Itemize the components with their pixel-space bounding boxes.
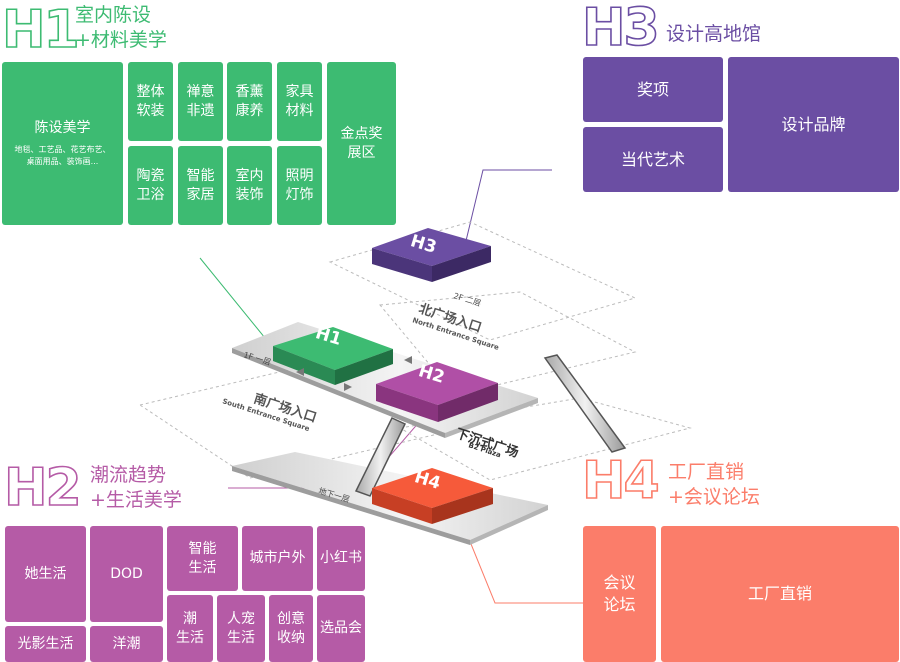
h1-block-top — [273, 327, 393, 370]
h2-tile-urban-outdoor: 城市户外 — [242, 526, 313, 591]
arrow-icon — [296, 368, 304, 376]
escalator-1f-b1 — [354, 417, 407, 497]
h2-tile-light-life: 光影生活 — [5, 626, 86, 662]
floor-1f-edge — [232, 348, 445, 438]
h4-tile-conference-forum: 会议 论坛 — [583, 526, 656, 662]
h3-block-left — [372, 248, 432, 282]
h4-block-top — [372, 468, 493, 508]
floor-b1-edge-right — [470, 505, 548, 545]
h1-zone-code: H1 — [1, 0, 80, 60]
b2-plaza-label-cn: 下沉式广场 — [454, 426, 521, 461]
h4-block-right — [432, 488, 493, 524]
floor-2f-label: 2F 二层 — [452, 291, 482, 308]
h1-block-right — [335, 349, 393, 385]
h2-block-top — [376, 362, 498, 405]
h2-zone-code: H2 — [3, 458, 82, 518]
h4-tile-factory-direct: 工厂直销 — [661, 526, 899, 662]
h3-zone-title: 设计高地馆 — [666, 23, 762, 45]
floor-1f-edge-right — [445, 398, 538, 438]
h1-tile-lighting: 照明 灯饰 — [277, 146, 322, 225]
h3-zone-code: H3 — [581, 0, 660, 58]
h2-block-left — [376, 384, 438, 422]
h1-tile-zen-heritage: 禅意 非遗 — [178, 62, 223, 141]
arrow-icon — [404, 356, 412, 364]
floor-b1-edge — [232, 466, 470, 545]
h2-tile-smart-life: 智能 生活 — [167, 526, 238, 591]
h1-tile-sublabel: 地毯、工艺品、花艺布艺、 桌面用品、装饰画... — [14, 144, 111, 166]
h2-block-right — [438, 383, 498, 422]
h2-zone-title: 潮流趋势 +生活美学 — [90, 464, 182, 511]
h3-block-right — [432, 246, 491, 282]
arrow-icon — [344, 383, 352, 391]
h2-tile-trend-life: 潮 生活 — [167, 595, 213, 662]
h1-tile-furniture-materials: 家具 材料 — [277, 62, 322, 141]
escalator-2f-b1 — [543, 354, 627, 453]
h2-tile-her-life: 她生活 — [5, 526, 86, 622]
h2-tile-selection-fair: 选品会 — [317, 595, 365, 662]
h2-tile-pet-life: 人宠 生活 — [217, 595, 265, 662]
h1-tile-interior-decoration: 室内 装饰 — [227, 146, 272, 225]
h1-tile-smart-home: 智能 家居 — [178, 146, 223, 225]
h1-tile-golden-pin-award: 金点奖 展区 — [327, 62, 396, 225]
h1-block-left — [273, 346, 335, 385]
h1-leader-line — [199, 257, 300, 339]
h4-zone-title: 工厂直销 +会议论坛 — [668, 461, 760, 508]
h1-tile-aroma-wellness: 香薰 康养 — [227, 62, 272, 141]
h1-zone-title: 室内陈设 +材料美学 — [75, 4, 167, 51]
h1-tile-label: 陈设美学 — [34, 120, 91, 137]
h2-tile-trendy: 洋潮 — [90, 626, 163, 662]
h4-block-left — [372, 488, 432, 524]
h2-tile-creative-storage: 创意 收纳 — [269, 595, 313, 662]
h3-leader-line — [464, 169, 552, 246]
h3-tile-design-brands: 设计品牌 — [728, 57, 899, 192]
h3-tile-contemporary-art: 当代艺术 — [583, 127, 723, 192]
h1-tile-ceramic-bath: 陶瓷 卫浴 — [128, 146, 173, 225]
h1-tile-soft-furnishing: 整体 软装 — [128, 62, 173, 141]
h1-tile-decor-aesthetics: 陈设美学 地毯、工艺品、花艺布艺、 桌面用品、装饰画... — [2, 62, 123, 225]
h4-zone-code: H4 — [581, 451, 660, 511]
h3-block-top — [372, 228, 491, 266]
h2-tile-dod: DOD — [90, 526, 163, 622]
h2-tile-xiaohongshu: 小红书 — [317, 526, 365, 591]
h3-tile-awards: 奖项 — [583, 57, 723, 122]
